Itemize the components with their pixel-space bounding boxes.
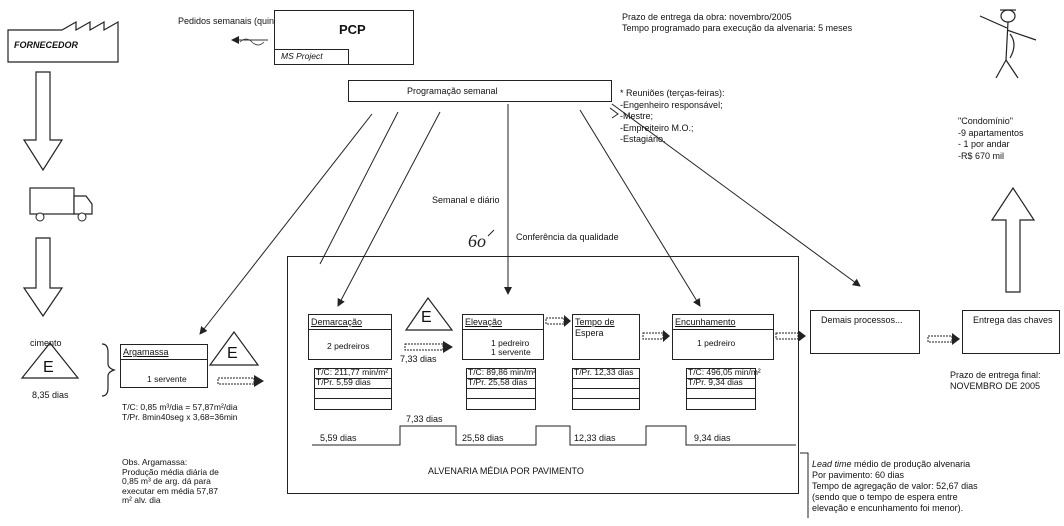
lead-time-line: Por pavimento: 60 dias (812, 470, 905, 480)
timeline-line (312, 425, 796, 446)
deadline-label: Prazo de entrega da obra: novembro/2005 (622, 12, 792, 22)
meeting-item: -Mestre; (620, 111, 654, 121)
process-title: Tempo de (575, 317, 615, 327)
process-tc: T/C: 211,77 min/m² (316, 367, 389, 377)
process-title: Entrega das chaves (973, 315, 1053, 325)
timeline-value: 5,59 dias (320, 433, 357, 443)
condominium-info: "Condomínio" -9 apartamentos - 1 por and… (958, 116, 1024, 162)
condominium-line: "Condomínio" (958, 116, 1013, 126)
lead-time-title: médio de produção alvenaria (851, 459, 971, 469)
mortar-note: Obs. Argamassa: Produção média diária de… (122, 457, 219, 505)
factory-icon (7, 20, 119, 63)
condominium-line: -9 apartamentos (958, 127, 1024, 138)
process-title: Encunhamento (675, 317, 736, 327)
process-box-demais[interactable]: Demais processos... (810, 310, 920, 354)
process-tc: T/C: 89,86 min/m² (468, 367, 537, 377)
process-title: Demarcação (311, 317, 363, 327)
supplier-label: FORNECEDOR (14, 40, 79, 50)
delivery-arrow (990, 186, 1036, 293)
meetings-title: * Reuniões (terças-feiras): (620, 88, 725, 98)
timeline-value: 25,58 dias (462, 433, 504, 443)
timeline-wait-label: 7,33 dias (406, 414, 443, 424)
cement-inventory-days: 8,35 dias (32, 390, 69, 400)
inventory-letter: E (421, 309, 432, 326)
push-arrow (927, 333, 960, 345)
material-flow-arrow (22, 71, 64, 172)
meeting-item: -Estagiário. (620, 134, 666, 144)
weekly-schedule-box[interactable]: Programação semanal (348, 80, 612, 102)
process-tpr: T/Pr. 9,34 dias (688, 377, 743, 387)
cement-label: cimento (30, 338, 62, 348)
process-title: Argamassa (123, 347, 169, 357)
ms-project-box: MS Project (274, 49, 349, 65)
push-arrow (217, 375, 264, 387)
process-box-argamassa[interactable]: Argamassa 1 servente (120, 344, 208, 388)
process-box-elevacao[interactable]: Elevação 1 pedreiro 1 servente (462, 314, 544, 360)
process-box-encunhamento[interactable]: Encunhamento 1 pedreiro (672, 314, 774, 360)
meeting-item: -Engenheiro responsável; (620, 99, 723, 110)
process-tpr: T/Pr. 5,59 dias (316, 377, 371, 387)
alvenaria-frame (287, 256, 799, 494)
weekly-orders-label: Pedidos semanais (quintas-feiras) (178, 16, 315, 26)
weekly-schedule-label: Programação semanal (407, 86, 498, 96)
push-arrow (545, 315, 571, 327)
process-tc: T/C: 0,85 m³/dia = 57,87m²/dia (122, 402, 238, 412)
data-box-espera (572, 368, 640, 410)
glasses-icon: 6o (468, 231, 486, 251)
scheduled-time-label: Tempo programado para execução da alvena… (622, 23, 853, 33)
weekly-daily-label: Semanal e diário (432, 195, 500, 205)
data-box-encunhamento (686, 368, 756, 410)
material-flow-arrow (22, 237, 64, 318)
meeting-item: -Empreiteiro M.O.; (620, 122, 694, 133)
worker-label: 1 pedreiro (697, 338, 736, 348)
process-box-entrega[interactable]: Entrega das chaves (962, 310, 1060, 354)
lead-time-title-italic: Lead time (812, 459, 852, 469)
inventory-triangle (20, 342, 80, 379)
lead-time-summary: Lead time médio de produção alvenaria Po… (812, 459, 978, 514)
demarcation-inventory-days: 7,33 dias (400, 354, 437, 364)
quality-check-label: Conferência da qualidade (516, 232, 619, 242)
pcp-title: PCP (339, 22, 366, 37)
condominium-line: - 1 por andar (958, 139, 1010, 149)
alvenaria-label: ALVENARIA MÉDIA POR PAVIMENTO (428, 466, 584, 476)
push-arrow (642, 330, 670, 342)
process-tc: T/C: 496,05 min/m² (688, 367, 761, 377)
lead-time-line: elevação e encunhamento foi menor). (812, 503, 964, 513)
ms-project-label: MS Project (281, 51, 323, 61)
process-tpr: T/Pr. 25,58 dias (468, 377, 528, 387)
inventory-triangle (208, 330, 260, 366)
push-arrow (404, 341, 453, 353)
inventory-triangle (404, 296, 454, 331)
customer-icon (979, 9, 1037, 79)
process-title-line2: Espera (575, 328, 604, 338)
worker-label: 1 pedreiro (491, 338, 530, 348)
data-box-demarcacao (314, 368, 392, 410)
condominium-line: -R$ 670 mil (958, 150, 1005, 161)
inventory-letter: E (43, 359, 54, 376)
inventory-letter: E (227, 345, 238, 362)
process-tpr: T/Pr. 8min40seg x 3,68=36min (122, 412, 238, 422)
lead-time-line: (sendo que o tempo de espera entre (812, 492, 958, 502)
final-deadline: Prazo de entrega final: NOVEMBRO DE 2005 (950, 370, 1041, 391)
pcp-box[interactable]: PCP MS Project (274, 10, 414, 65)
timeline-value: 12,33 dias (574, 433, 616, 443)
lead-time-line: Tempo de agregação de valor: 52,67 dias (812, 481, 978, 491)
process-tpr: T/Pr. 12,33 dias (574, 367, 634, 377)
timeline-value: 9,34 dias (694, 433, 731, 443)
data-box-elevacao (466, 368, 536, 410)
meetings-list: * Reuniões (terças-feiras): -Engenheiro … (620, 88, 725, 146)
process-title: Elevação (465, 317, 503, 327)
process-box-espera[interactable]: Tempo de Espera (572, 314, 640, 360)
worker-label: 1 servente (147, 374, 187, 384)
worker-label: 2 pedreiros (327, 341, 370, 351)
process-title: Demais processos... (821, 315, 903, 325)
truck-icon (29, 187, 93, 222)
process-box-demarcacao[interactable]: Demarcação 2 pedreiros (308, 314, 392, 360)
worker-label: 1 servente (491, 347, 531, 357)
